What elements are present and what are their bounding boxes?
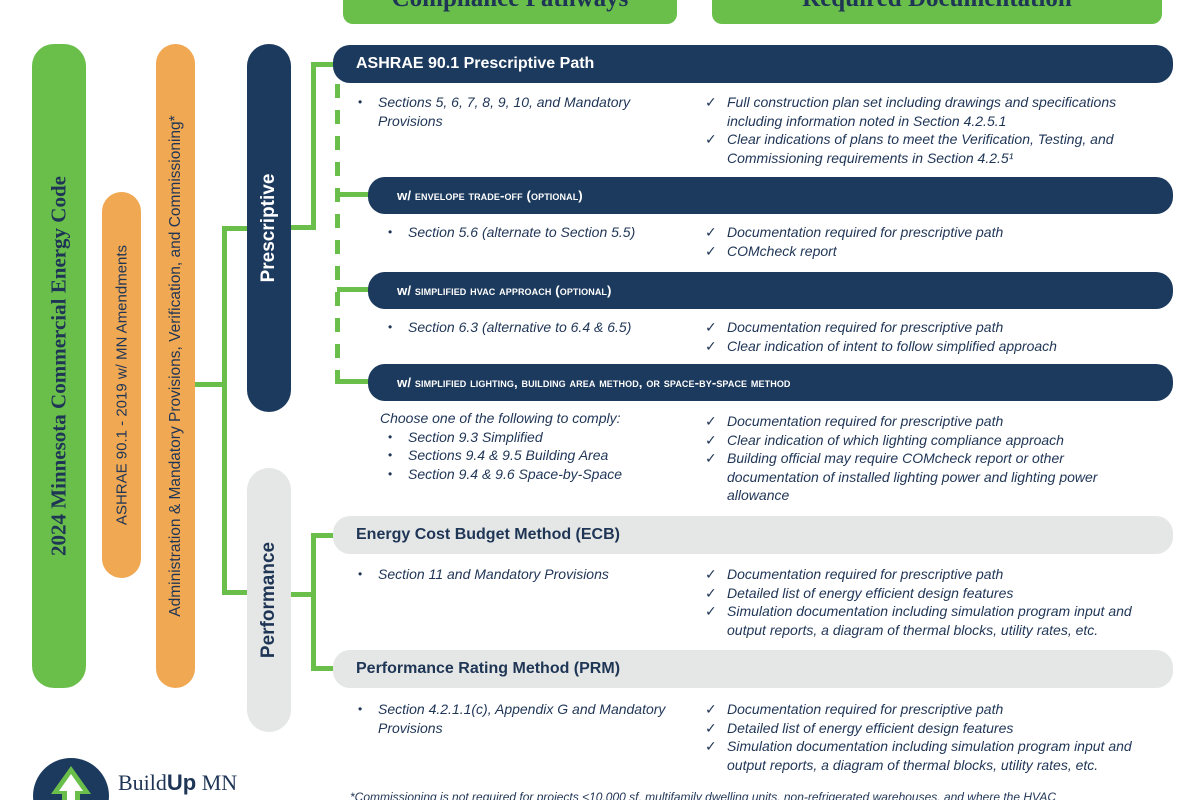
connector-to-prescriptive [222,226,247,231]
code-pill: 2024 Minnesota Commercial Energy Code [32,44,86,688]
code-pill-label: 2024 Minnesota Commercial Energy Code [46,176,71,556]
connector-performance-out [291,592,314,597]
ecb-title: Energy Cost Budget Method (ECB) [356,526,620,543]
admin-pill: Administration & Mandatory Provisions, V… [156,44,195,688]
prm-documentation: ✓Documentation required for prescriptive… [705,700,1155,774]
connector-admin-out [195,382,224,387]
simplified-lighting-bar: w/ simplified lighting, building area me… [368,364,1173,401]
list-item: ✓Clear indication of which lighting comp… [705,431,1064,448]
list-item: •Sections 9.4 & 9.5 Building Area [388,447,609,463]
connector-performance-vert [311,533,316,671]
lighting-prefix: w/ [397,375,412,390]
required-documentation-label: Required Documentation [802,0,1072,12]
list-item: ✓Documentation required for prescriptive… [705,413,1004,429]
connector-to-envelope [337,192,370,197]
connector-to-hvac [337,287,370,292]
required-documentation-header: Required Documentation [712,0,1162,24]
lighting-documentation: ✓Documentation required for prescriptive… [705,412,1155,505]
compliance-pathways-header: Compliance Pathways [343,0,677,24]
prm-bar: Performance Rating Method (PRM) [333,650,1173,688]
envelope-requirements: •Section 5.6 (alternate to Section 5.5) [386,223,686,242]
hvac-prefix: w/ [397,283,412,298]
list-item: ✓Simulation documentation including simu… [705,603,1132,638]
connector-to-lighting [337,379,370,384]
hvac-title: simplified hvac approach (optional) [414,283,612,298]
lighting-intro: Choose one of the following to comply: [380,410,621,426]
connector-to-ashrae [311,62,335,67]
list-item: ✓Clear indications of plans to meet the … [705,131,1114,166]
standard-pill: ASHRAE 90.1 - 2019 w/ MN Amendments [102,192,141,578]
list-item: ✓Simulation documentation including simu… [705,738,1132,773]
connector-trunk [222,226,227,594]
prescriptive-pill: Prescriptive [247,44,291,412]
lighting-requirements: Choose one of the following to comply: •… [380,409,680,483]
ashrae-requirements: •Sections 5, 6, 7, 8, 9, 10, and Mandato… [356,93,656,130]
list-item: ✓Detailed list of energy efficient desig… [705,584,1014,601]
ashrae-prescriptive-title: ASHRAE 90.1 Prescriptive Path [356,55,595,72]
ashrae-documentation: ✓Full construction plan set including dr… [705,93,1155,167]
prm-requirements: •Section 4.2.1.1(c), Appendix G and Mand… [356,700,686,737]
performance-pill: Performance [247,468,291,732]
logo-arrow-icon [51,766,91,800]
envelope-prefix: w/ [397,188,412,203]
buildup-logo-text: BuildUp MN [118,770,238,795]
connector-to-ecb [311,533,335,538]
standard-pill-label: ASHRAE 90.1 - 2019 w/ MN Amendments [113,244,130,526]
connector-to-performance [222,590,247,595]
envelope-tradeoff-bar: w/ envelope trade-off (optional) [368,177,1173,214]
dashed-connector [335,84,340,384]
list-item: ✓Documentation required for prescriptive… [705,701,1004,717]
simplified-hvac-bar: w/ simplified hvac approach (optional) [368,272,1173,309]
list-item: ✓Clear indication of intent to follow si… [705,337,1057,354]
ashrae-prescriptive-bar: ASHRAE 90.1 Prescriptive Path [333,45,1173,83]
lighting-title: simplified lighting, building area metho… [414,375,791,390]
list-item: •Section 4.2.1.1(c), Appendix G and Mand… [358,701,666,736]
hvac-requirements: •Section 6.3 (alternative to 6.4 & 6.5) [386,318,686,337]
list-item: ✓Documentation required for prescriptive… [705,566,1004,582]
buildup-logo-icon [33,758,109,800]
prm-title: Performance Rating Method (PRM) [356,660,621,677]
list-item: ✓COMcheck report [705,242,837,259]
list-item: •Section 6.3 (alternative to 6.4 & 6.5) [388,319,632,335]
envelope-title: envelope trade-off (optional) [414,188,583,203]
compliance-pathways-label: Compliance Pathways [392,0,629,12]
list-item: ✓Full construction plan set including dr… [705,94,1117,129]
list-item: •Sections 5, 6, 7, 8, 9, 10, and Mandato… [358,94,631,129]
commissioning-footnote: *Commissioning is not required for proje… [350,790,1057,800]
performance-pill-label: Performance [258,541,279,659]
ecb-documentation: ✓Documentation required for prescriptive… [705,565,1155,639]
envelope-documentation: ✓Documentation required for prescriptive… [705,223,1155,260]
admin-pill-label: Administration & Mandatory Provisions, V… [166,115,184,617]
connector-prescriptive-vert [311,62,316,230]
hvac-documentation: ✓Documentation required for prescriptive… [705,318,1155,355]
ecb-bar: Energy Cost Budget Method (ECB) [333,516,1173,554]
list-item: ✓Documentation required for prescriptive… [705,319,1004,335]
ecb-requirements: •Section 11 and Mandatory Provisions [356,565,656,584]
list-item: •Section 9.4 & 9.6 Space-by-Space [388,465,623,482]
connector-to-prm [311,666,335,671]
list-item: •Section 5.6 (alternate to Section 5.5) [388,224,636,240]
list-item: ✓Documentation required for prescriptive… [705,224,1004,240]
list-item: •Section 9.3 Simplified [388,428,543,445]
connector-prescriptive-out [291,225,314,230]
prescriptive-pill-label: Prescriptive [258,173,279,283]
list-item: •Section 11 and Mandatory Provisions [358,566,609,582]
list-item: ✓Building official may require COMcheck … [705,450,1098,503]
list-item: ✓Detailed list of energy efficient desig… [705,719,1014,736]
